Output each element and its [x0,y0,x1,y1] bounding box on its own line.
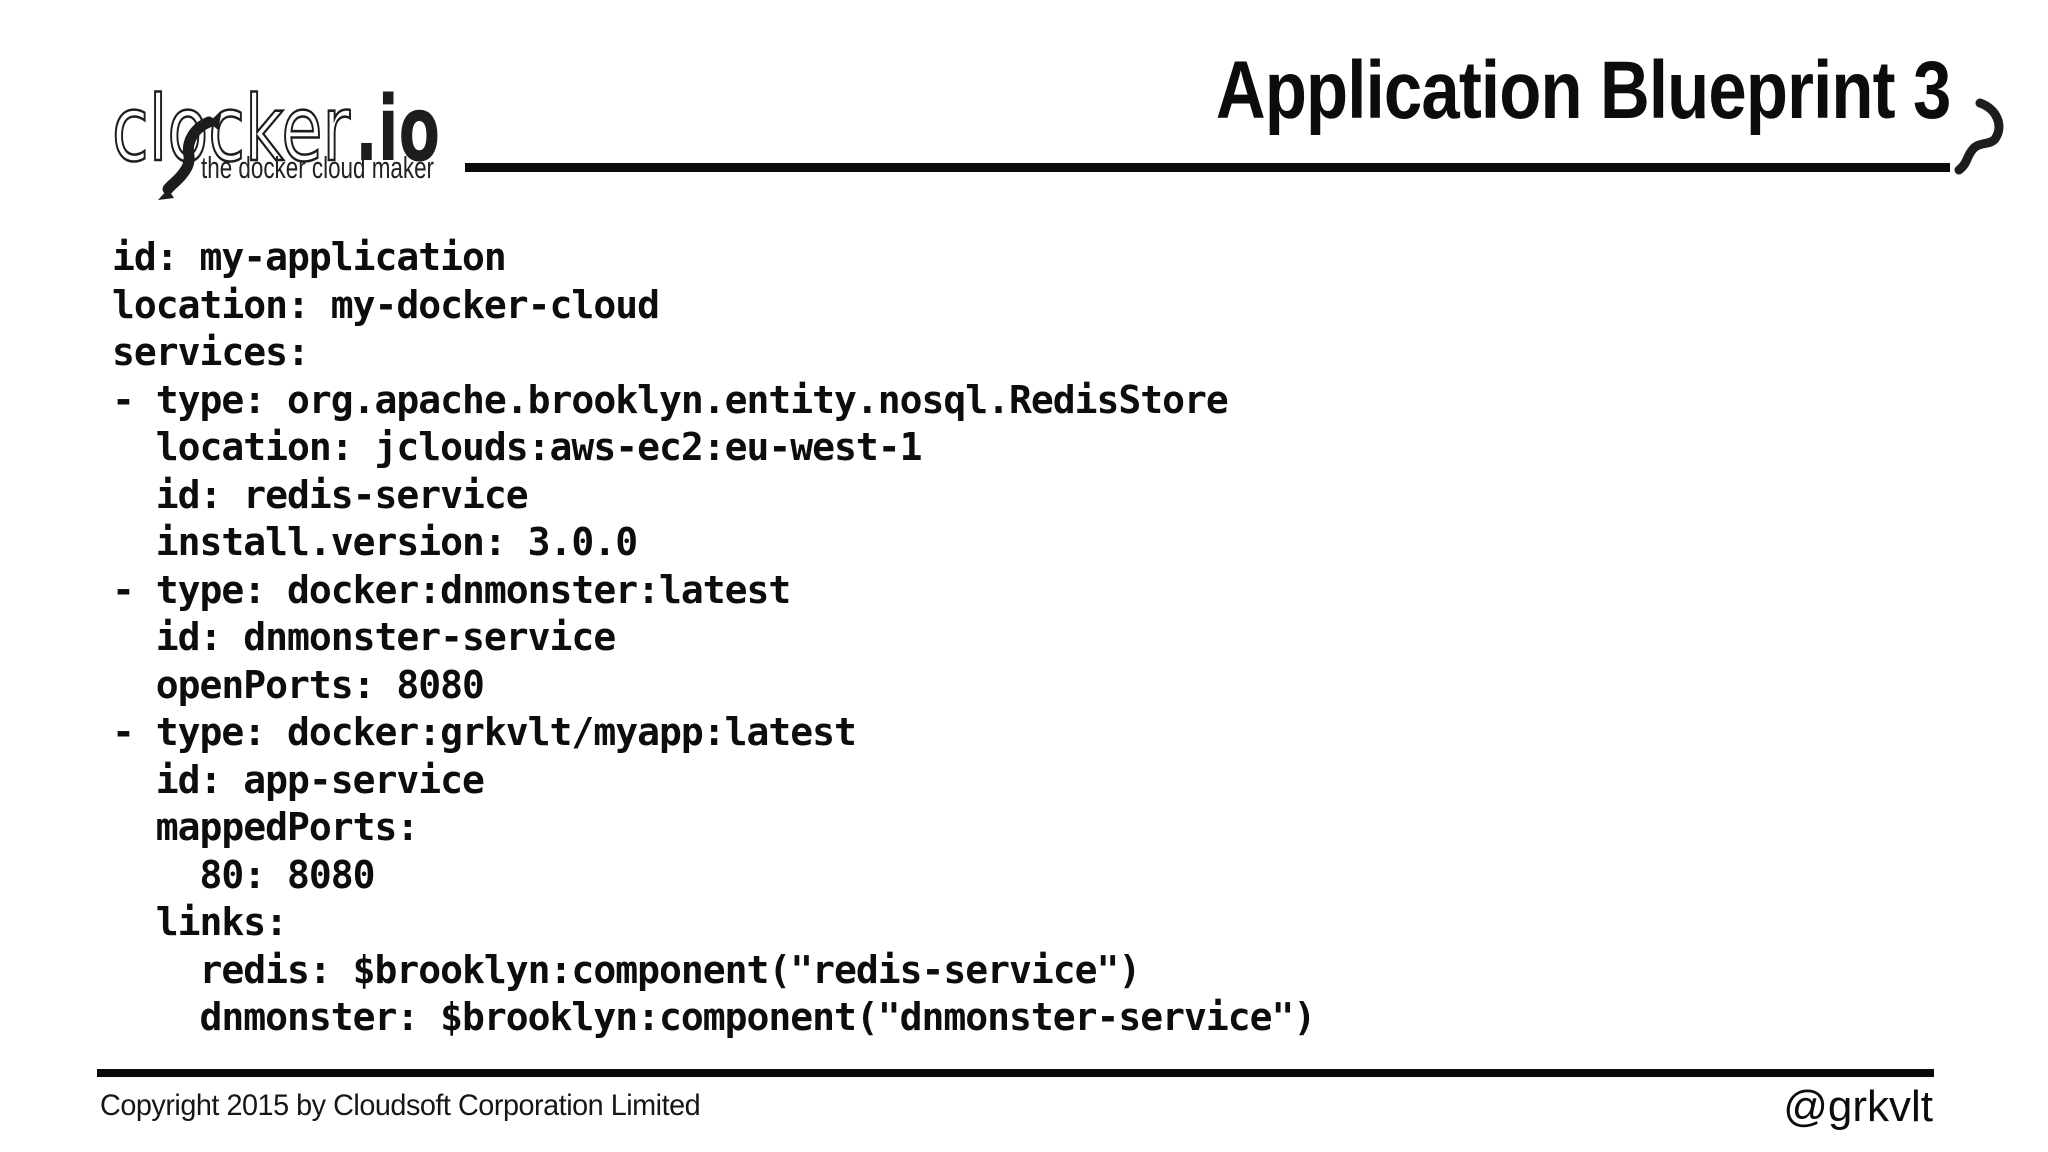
slide-title: Application Blueprint 3 [1215,45,1950,136]
footer-rule [97,1069,1934,1077]
header-rule [465,163,1950,172]
curl-arrow-icon [1954,98,2004,175]
copyright-text: Copyright 2015 by Cloudsoft Corporation … [100,1089,701,1122]
blueprint-code: id: my-application location: my-docker-c… [112,235,1316,1039]
logo-tagline: the docker cloud maker [201,150,434,185]
clocker-logo: clocker .io the docker cloud maker [111,76,440,200]
logo-tld: .io [355,77,440,182]
clock-arrow-icon [158,110,222,200]
twitter-handle: @grkvlt [1783,1082,1933,1131]
logo-wordmark: clocker [112,77,350,182]
